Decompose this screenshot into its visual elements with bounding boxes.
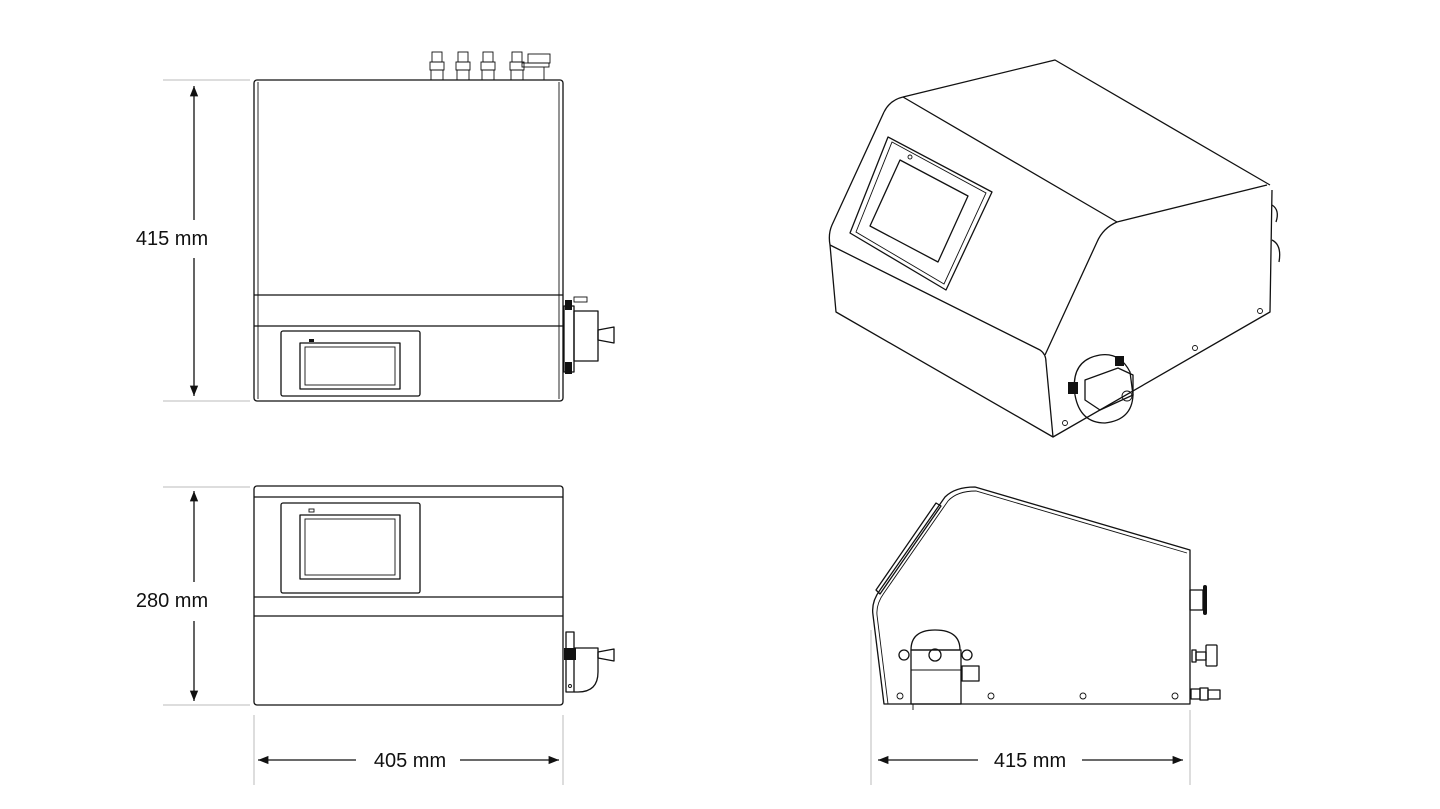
side-height-dimension: 280 mm [136, 486, 250, 706]
top-fittings [429, 51, 551, 81]
depth-dimension: 415 mm [870, 630, 1191, 785]
control-panel [280, 330, 421, 397]
top-view [253, 51, 615, 402]
pump-head [1068, 353, 1134, 424]
pump-head [563, 296, 615, 374]
width-label: 405 mm [374, 750, 446, 772]
touch-screen [299, 342, 401, 390]
pump-head [564, 631, 615, 693]
screws [896, 692, 1179, 700]
width-dimension: 405 mm [253, 715, 564, 785]
control-panel [849, 136, 993, 291]
side-view [872, 486, 1221, 710]
touch-screen [299, 514, 401, 580]
control-panel [280, 502, 421, 594]
front-height-dimension: 415 mm [136, 79, 250, 402]
side-height-label: 280 mm [136, 590, 208, 612]
rear-fittings [1189, 585, 1221, 701]
panel-edge [875, 502, 942, 595]
touch-screen [869, 159, 969, 263]
pump-head [898, 629, 980, 710]
depth-label: 415 mm [994, 750, 1066, 772]
front-view [253, 485, 615, 706]
isometric-view [828, 59, 1281, 438]
front-height-label: 415 mm [136, 228, 208, 250]
